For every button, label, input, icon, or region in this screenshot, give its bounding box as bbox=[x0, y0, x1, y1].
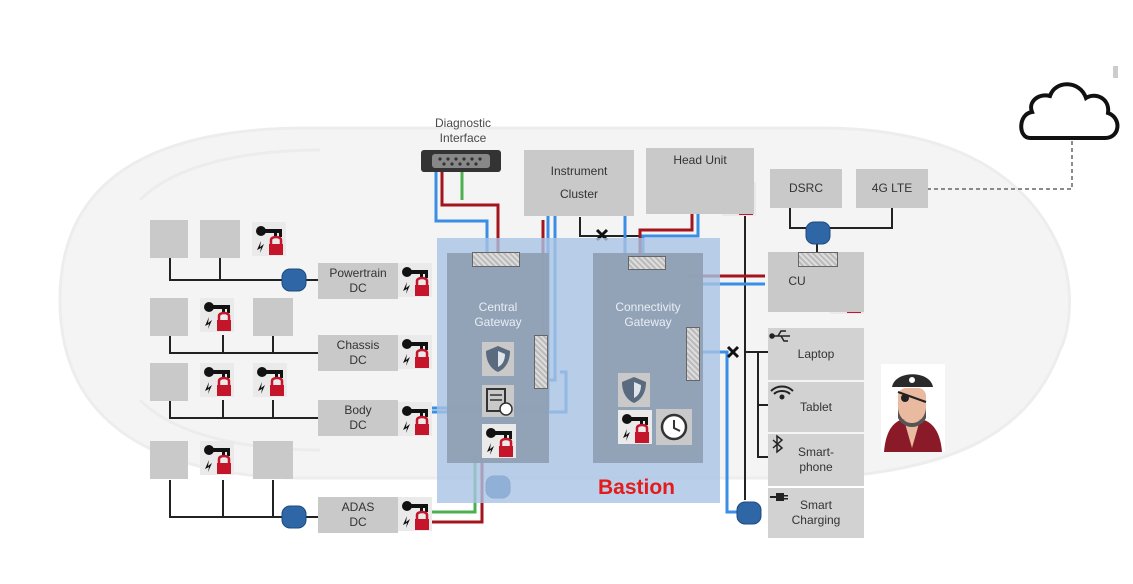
chassis-dc-box: Chassis DC bbox=[318, 335, 398, 371]
shield-icon bbox=[482, 342, 514, 376]
instrument-cluster-box: Instrument Cluster bbox=[524, 150, 634, 216]
smart-charging-box: Smart Charging bbox=[768, 488, 864, 538]
corner-mark bbox=[1113, 66, 1118, 78]
port-cu-top-overlay bbox=[798, 252, 838, 267]
central-gateway-title: Central Gateway bbox=[474, 300, 522, 329]
connectivity-gateway-title: Connectivity Gateway bbox=[615, 300, 681, 329]
port-central-right bbox=[534, 335, 548, 389]
bluetooth-icon bbox=[772, 434, 784, 454]
cloud-icon bbox=[1019, 82, 1120, 140]
smartphone-box: Smart- phone bbox=[768, 434, 864, 486]
head-unit-box: Head Unit bbox=[646, 148, 754, 214]
document-clock-icon bbox=[482, 385, 514, 417]
lte-box: 4G LTE bbox=[856, 169, 928, 208]
bastion-label: Bastion bbox=[598, 476, 676, 499]
plug-icon bbox=[770, 493, 788, 501]
powertrain-dc-box: Powertrain DC bbox=[318, 263, 398, 299]
port-central-top bbox=[472, 252, 520, 267]
adas-dc-box: ADAS DC bbox=[318, 497, 398, 533]
wifi-icon bbox=[770, 385, 794, 400]
history-clock-icon bbox=[656, 409, 692, 445]
body-dc-box: Body DC bbox=[318, 400, 398, 436]
dsrc-box: DSRC bbox=[770, 169, 842, 208]
obd-plug-icon bbox=[421, 150, 501, 172]
port-conn-right bbox=[686, 327, 700, 381]
usb-icon bbox=[769, 330, 790, 342]
port-conn-top bbox=[628, 256, 666, 270]
diagnostic-interface-label: Diagnostic Interface bbox=[434, 116, 492, 145]
shield-icon-conn bbox=[618, 373, 650, 407]
pirate-hacker-icon bbox=[881, 364, 945, 452]
